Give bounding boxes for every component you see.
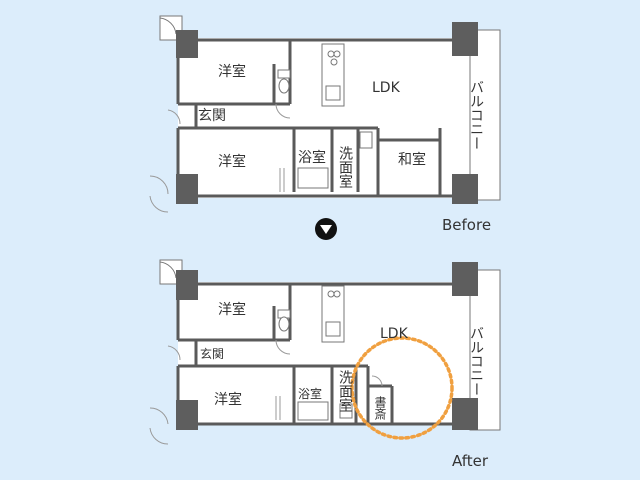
before-label-bedroom-bottom: 洋室: [218, 153, 246, 170]
before-kitchen: [321, 43, 345, 107]
study-highlight-circle: [350, 336, 454, 440]
before-label-japanese-room: 和室: [398, 151, 426, 168]
before-label-balcony: バルコニー: [468, 80, 484, 150]
before-label-bath: 浴室: [298, 149, 326, 166]
after-toilet: [277, 309, 291, 332]
after-pillars: [176, 262, 478, 430]
before-pillars: [176, 22, 478, 204]
after-label-washroom: 洗面室: [337, 370, 353, 412]
after-label-bedroom-top: 洋室: [218, 301, 246, 318]
after-label-balcony: バルコニー: [468, 326, 484, 396]
after-label-study: 書斎: [373, 396, 387, 421]
before-toilet: [277, 69, 291, 94]
after-sink: [339, 403, 353, 419]
before-label-washroom: 洗面室: [337, 146, 353, 188]
after-label-bedroom-bottom: 洋室: [214, 391, 242, 408]
before-label-entrance: 玄関: [198, 107, 226, 124]
after-label-ldk: LDK: [380, 326, 409, 342]
before-plan: 洋室 LDK 玄関 洋室 浴室 洗面室 和室 バルコニー: [149, 15, 501, 213]
after-label-bath: 浴室: [298, 386, 322, 401]
before-caption: Before: [442, 216, 491, 234]
down-triangle-icon: [315, 218, 337, 240]
after-plan: 洋室 LDK 玄関 洋室 浴室 洗面室 書斎 バルコニー: [149, 259, 501, 445]
before-sink: [359, 131, 373, 149]
after-bathtub: [297, 401, 329, 421]
after-label-entrance: 玄関: [200, 346, 224, 361]
before-label-ldk: LDK: [372, 80, 401, 96]
after-caption: After: [452, 452, 489, 470]
before-door-swings: [149, 103, 291, 213]
before-bathtub: [297, 167, 329, 189]
before-balcony-strip: [469, 29, 501, 201]
before-walls: [176, 38, 456, 198]
after-door-swings: [149, 339, 383, 445]
before-label-bedroom-top: 洋室: [218, 63, 246, 80]
after-kitchen: [321, 285, 345, 343]
